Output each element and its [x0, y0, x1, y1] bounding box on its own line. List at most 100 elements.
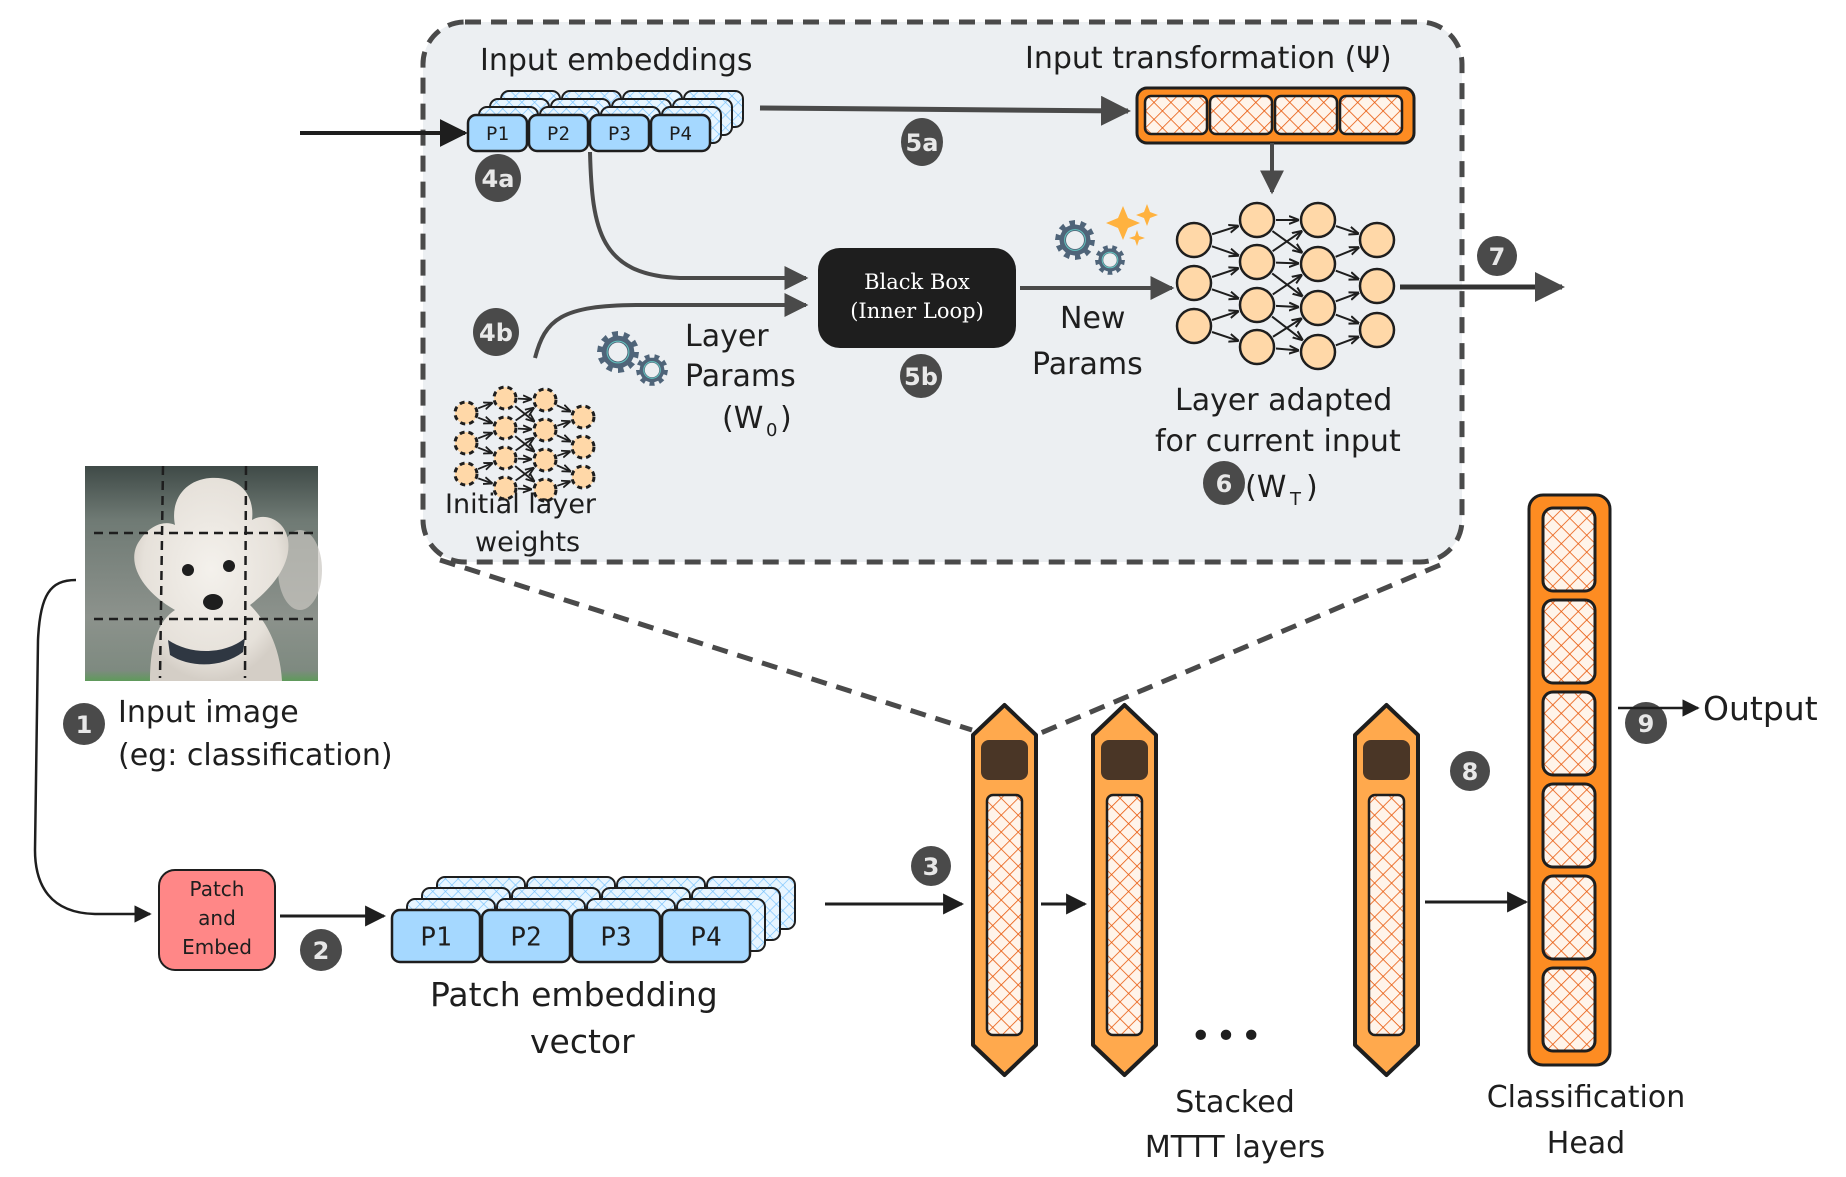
zoom-connector-left: [439, 557, 973, 733]
mttt-layers: [971, 703, 1420, 1077]
patch-embedding-line2: vector: [530, 1022, 635, 1061]
patch-p3: P3: [570, 908, 662, 964]
step-badge-8: 8: [1450, 751, 1490, 791]
head-cell: [1541, 506, 1597, 593]
black-box-line1: Black Box: [864, 270, 970, 294]
neuron: [492, 385, 518, 411]
stacked-line1: Stacked: [1175, 1085, 1295, 1120]
transform-cell: [1338, 94, 1404, 136]
arrow-5a: [759, 95, 1131, 126]
svg-text:P4: P4: [690, 922, 721, 952]
svg-text:1: 1: [76, 711, 93, 739]
head-cell: [1541, 690, 1597, 777]
neuron: [453, 400, 479, 426]
input-embeddings-label: Input embeddings: [480, 43, 753, 78]
svg-text:0: 0: [766, 420, 777, 441]
classification-head-line2: Head: [1547, 1126, 1625, 1161]
svg-text:P2: P2: [510, 922, 541, 952]
svg-text:6: 6: [1216, 470, 1233, 498]
neuron: [1238, 243, 1276, 281]
patch-p4: P4: [649, 113, 712, 153]
svg-text:): ): [1306, 470, 1318, 505]
svg-text:Patch: Patch: [190, 877, 245, 901]
neuron: [1238, 286, 1276, 324]
new-params-line1: New: [1060, 301, 1125, 336]
arrow-image-to-patcher: [33, 578, 152, 923]
step-badge-9: 9: [1625, 702, 1667, 744]
layer-params-line2: Params: [685, 359, 796, 394]
svg-text:7: 7: [1489, 243, 1506, 271]
neuron: [492, 475, 518, 501]
neuron: [453, 430, 479, 456]
initial-weights-line1: Initial layer: [445, 489, 597, 520]
step-badge-5a: 5a: [901, 118, 943, 166]
step-badge-6: 6: [1203, 461, 1245, 505]
w0-label: (W 0 ): [722, 401, 792, 441]
neuron: [1238, 201, 1276, 239]
step-badge-3: 3: [911, 846, 951, 886]
svg-text:5b: 5b: [904, 363, 938, 391]
stacked-line2: MTTT layers: [1145, 1130, 1325, 1165]
mttt-layer-3: [1353, 703, 1420, 1077]
neuron: [570, 404, 596, 430]
svg-text:3: 3: [923, 853, 940, 881]
sparkle-icon: [1106, 206, 1140, 240]
neuron: [1299, 245, 1337, 283]
svg-text:P3: P3: [600, 922, 631, 952]
svg-text:8: 8: [1462, 758, 1479, 786]
neuron: [570, 464, 596, 490]
transform-cell: [1208, 94, 1274, 136]
neuron: [532, 387, 558, 413]
head-cell: [1541, 782, 1597, 869]
arrow-weights-to-blackbox: [533, 293, 809, 359]
svg-text:(W: (W: [1245, 470, 1286, 505]
black-box-inner-loop: Black Box (Inner Loop): [818, 248, 1016, 348]
mttt-layer-1: [971, 703, 1038, 1077]
layer-cap: [1363, 740, 1410, 780]
layer-cap: [981, 740, 1028, 780]
svg-text:4b: 4b: [479, 319, 513, 347]
step-badge-4b: 4b: [473, 308, 519, 356]
neuron: [532, 417, 558, 443]
neuron: [453, 461, 479, 487]
neuron: [570, 434, 596, 460]
svg-text:and: and: [198, 906, 236, 930]
step-badge-4a: 4a: [475, 154, 521, 202]
layer-params-line1: Layer: [685, 319, 769, 354]
head-cell: [1541, 598, 1597, 685]
neuron: [1238, 328, 1276, 366]
mttt-layer-2: [1091, 703, 1158, 1077]
dog-silhouette: [134, 477, 289, 681]
svg-text:P1: P1: [420, 922, 451, 952]
initial-weights-line2: weights: [475, 527, 580, 558]
wt-label: (W T ): [1245, 470, 1318, 510]
patch-p3: P3: [588, 113, 651, 153]
input-image-line1: Input image: [118, 695, 299, 730]
patch-p1: P1: [390, 908, 482, 964]
neuron: [532, 447, 558, 473]
neuron: [1358, 311, 1396, 349]
svg-text:5a: 5a: [906, 129, 939, 157]
neuron: [1358, 267, 1396, 305]
initial-layer-network: [453, 385, 596, 503]
input-transformation-label: Input transformation (Ψ): [1025, 41, 1392, 76]
ellipsis: •••: [1190, 1016, 1266, 1057]
layer-cap: [1101, 740, 1148, 780]
svg-text:P4: P4: [669, 123, 692, 145]
svg-text:T: T: [1289, 489, 1302, 510]
neuron: [1299, 333, 1337, 371]
transform-cell: [1143, 94, 1209, 136]
neuron: [492, 445, 518, 471]
step-badge-1: 1: [63, 703, 105, 745]
svg-text:4a: 4a: [482, 165, 515, 193]
neuron: [1175, 264, 1213, 302]
svg-text:Embed: Embed: [182, 935, 252, 959]
classification-head-line1: Classification: [1487, 1080, 1686, 1115]
svg-text:9: 9: [1638, 710, 1655, 738]
neuron: [532, 477, 558, 503]
input-image-line2: (eg: classification): [118, 738, 393, 773]
input-image: [85, 465, 322, 681]
step-badge-2: 2: [300, 929, 342, 971]
head-cell: [1541, 874, 1597, 961]
classification-head: [1527, 493, 1612, 1067]
